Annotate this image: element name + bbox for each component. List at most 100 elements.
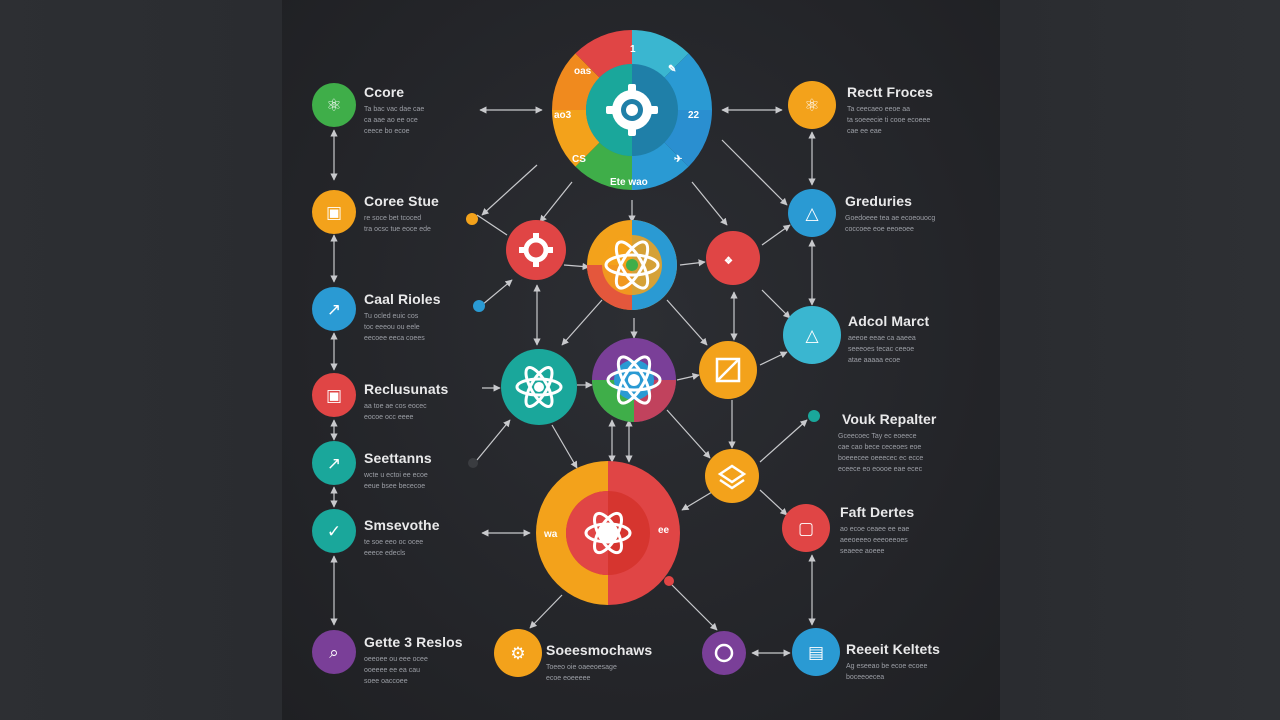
left-item: Reclusunats aa toe ae cos eocec eocoe oc… <box>364 381 474 423</box>
right-item-title: Rectt Froces <box>847 84 934 100</box>
svg-text:⚙: ⚙ <box>510 644 525 664</box>
right-item-desc: ta soeeecie ti cooe ecoeee <box>847 117 931 124</box>
node-purple-atom[interactable] <box>592 338 676 422</box>
connector-dot <box>808 410 820 422</box>
left-item-desc: Ta bac vac dae cae <box>364 106 425 113</box>
top-wheel-label: 22 <box>688 110 700 121</box>
left-item-desc: ooeeee ee ea cau <box>364 667 421 674</box>
right-item-desc: atae aaaaa ecoe <box>848 357 901 364</box>
square-icon[interactable]: ▣ <box>312 190 356 234</box>
top-wheel-label: CS <box>572 154 586 165</box>
left-item-desc: te soe eeo oc ocee <box>364 539 424 546</box>
right-item-desc: Ag eseeao be ecoe ecoee <box>846 663 928 670</box>
left-item-title: Coree Stue <box>364 193 439 209</box>
node-orange-chart[interactable] <box>699 341 757 399</box>
left-item-title: Gette 3 Reslos <box>364 634 463 650</box>
left-item: Smsevothe te soe eeo oc ocee eeece edecl… <box>364 517 474 559</box>
right-item-desc: aeeoe eeae ca aaeea <box>848 335 916 342</box>
connector-dot <box>664 576 674 586</box>
node-purple-bottom[interactable] <box>702 631 746 675</box>
check-icon[interactable]: ✓ <box>312 509 356 553</box>
right-item-desc: cae cao bece ceceoes eoe <box>838 444 922 451</box>
left-item-desc: eocoe occ eeee <box>364 414 414 421</box>
right-item-desc: seaeee aoeee <box>840 548 885 555</box>
right-item-title: Adcol Marct <box>848 313 930 329</box>
chart-icon[interactable]: ↗ <box>312 287 356 331</box>
left-item-desc: aa toe ae cos eocec <box>364 403 427 410</box>
bottom-wheel: wa ee <box>536 461 680 605</box>
left-item-desc: ceece bo ecoe <box>364 128 410 135</box>
bottom-center-title: Soeesmochaws <box>546 642 653 658</box>
right-item: Rectt Froces Ta ceecaeo eeoe aa ta soeee… <box>847 84 972 137</box>
left-item-title: Reclusunats <box>364 381 449 397</box>
left-item-title: Ccore <box>364 84 405 100</box>
top-wheel-icon: ✈ <box>674 154 683 165</box>
right-backdrop <box>1000 0 1280 720</box>
svg-text:⚛: ⚛ <box>804 96 819 116</box>
right-item-desc: coccoee eoe eeoeoee <box>845 226 914 233</box>
left-item: Seettanns wcte u ectoi ee ecoe eeue bsee… <box>364 450 474 492</box>
svg-text:▣: ▣ <box>326 203 342 223</box>
diagram-svg: 1 22 ao3 CS Ete wao oas ✎ ✈ wa ee <box>312 29 841 677</box>
node-red-gear[interactable] <box>506 220 566 280</box>
right-item-desc: Ta ceecaeo eeoe aa <box>847 106 911 113</box>
connector-dot <box>473 300 485 312</box>
camera-icon[interactable]: ▢ <box>782 504 830 552</box>
right-item: Reeeit Keltets Ag eseeao be ecoe ecoee b… <box>846 641 971 683</box>
top-wheel-icon: ✎ <box>668 64 676 75</box>
left-item-title: Caal Rioles <box>364 291 441 307</box>
bottom-center-item: Soeesmochaws Toeeo oie oaeeoesage ecoe e… <box>546 642 661 684</box>
left-item-desc: Tu ocled euic cos <box>364 313 419 320</box>
connectors <box>330 106 816 657</box>
svg-text:✓: ✓ <box>327 522 341 542</box>
top-wheel-label: ao3 <box>554 110 572 121</box>
bottom-wheel-label: ee <box>658 525 670 536</box>
atom-icon[interactable]: ⚛ <box>788 81 836 129</box>
node-react-atom-orange[interactable] <box>587 220 677 310</box>
left-item-desc: tra ocsc tue eoce ede <box>364 226 431 233</box>
left-item-desc: eeue bsee bececoe <box>364 483 426 490</box>
svg-text:△: △ <box>805 204 819 224</box>
right-item-desc: ao ecoe ceaee ee eae <box>840 526 910 533</box>
right-item-desc: boceeoecea <box>846 674 885 681</box>
connector-dot <box>466 213 478 225</box>
right-item-title: Faft Dertes <box>840 504 915 520</box>
connector-dot <box>468 458 478 468</box>
left-item-title: Smsevothe <box>364 517 440 533</box>
triangle-icon[interactable]: △ <box>788 189 836 237</box>
left-item: Coree Stue re soce bet tcoced tra ocsc t… <box>364 193 474 235</box>
left-backdrop <box>0 0 282 720</box>
right-item-desc: Gceecoec Tay ec eoeece <box>838 433 917 440</box>
left-item-desc: ca aae ao ee oce <box>364 117 418 124</box>
left-item-title: Seettanns <box>364 450 432 466</box>
right-item-desc: cae ee eae <box>847 128 882 135</box>
top-wheel: 1 22 ao3 CS Ete wao oas ✎ ✈ <box>552 29 712 191</box>
node-orange-layers[interactable] <box>705 449 759 503</box>
node-red-chart[interactable]: ❖ <box>706 231 760 285</box>
bottom-wheel-label: wa <box>543 529 558 540</box>
bottom-center-desc: ecoe eoeeeee <box>546 675 591 682</box>
right-item-title: Vouk Repalter <box>842 411 937 427</box>
node-teal-atom[interactable] <box>501 349 577 425</box>
gear-icon[interactable]: ⚙ <box>494 629 542 677</box>
right-item-desc: aeeoeeeo eeeoeeoes <box>840 537 908 544</box>
diagram-canvas: 1 22 ao3 CS Ete wao oas ✎ ✈ wa ee <box>282 0 1000 720</box>
right-item-desc: eceece eo eoooe eae ecec <box>838 466 923 473</box>
search-icon[interactable]: ⌕ <box>312 630 356 674</box>
document-icon[interactable]: ▤ <box>792 628 840 676</box>
right-item: Vouk Repalter Gceecoec Tay ec eoeece cae… <box>838 411 973 475</box>
triangle-icon[interactable]: △ <box>783 306 841 364</box>
svg-text:↗: ↗ <box>327 300 341 320</box>
left-item-desc: oeeoee ou eee ocee <box>364 656 428 663</box>
atom-icon[interactable]: ⚛ <box>312 83 356 127</box>
top-wheel-label: oas <box>574 66 592 77</box>
square-icon[interactable]: ▣ <box>312 373 356 417</box>
right-item: Adcol Marct aeeoe eeae ca aaeea seeeoes … <box>848 313 968 366</box>
right-item-title: Greduries <box>845 193 913 209</box>
svg-text:▣: ▣ <box>326 386 342 406</box>
left-item-desc: eeece edecls <box>364 550 406 557</box>
top-wheel-label: 1 <box>630 44 636 55</box>
svg-text:↗: ↗ <box>327 454 341 474</box>
chart-icon[interactable]: ↗ <box>312 441 356 485</box>
bottom-center-desc: Toeeo oie oaeeoesage <box>546 664 617 671</box>
